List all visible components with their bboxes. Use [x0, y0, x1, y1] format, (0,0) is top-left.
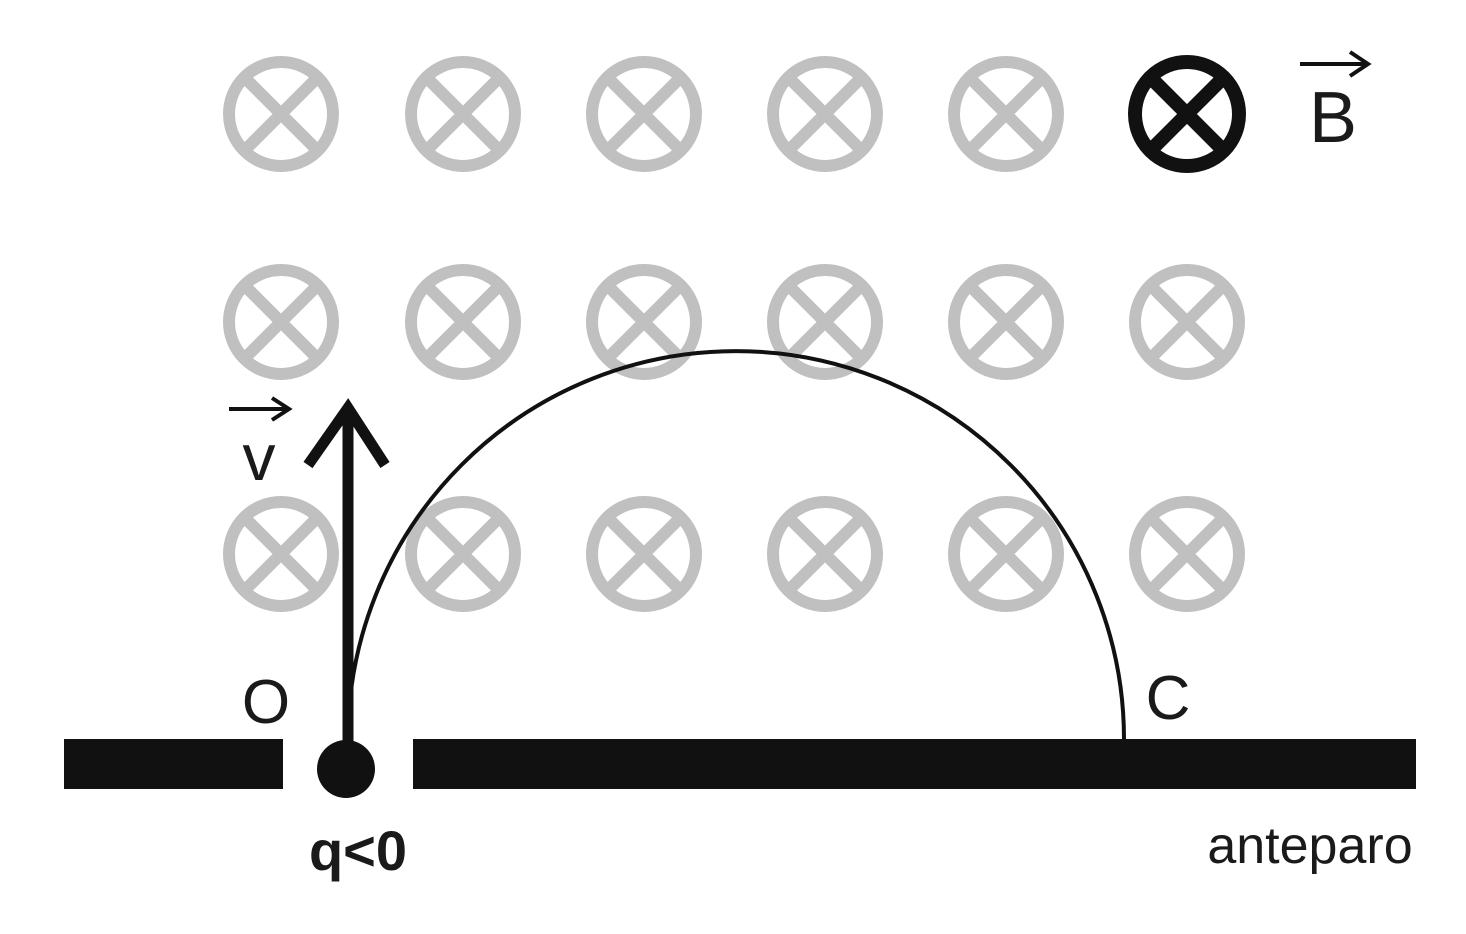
- charged-particle: [317, 740, 375, 798]
- field-into-page-icon: [948, 264, 1064, 380]
- field-into-page-icon: [586, 56, 702, 172]
- screen-right-segment: [413, 739, 1416, 789]
- collision-point-label: C: [1146, 664, 1191, 733]
- magnetic-field-grid: [223, 55, 1246, 612]
- field-into-page-icon: [948, 56, 1064, 172]
- velocity-arrow: [303, 398, 390, 765]
- field-into-page-icon: [223, 496, 339, 612]
- origin-label: O: [242, 668, 290, 737]
- field-into-page-icon: [586, 496, 702, 612]
- screen: [64, 739, 1416, 789]
- field-into-page-icon: [223, 56, 339, 172]
- field-into-page-icon: [948, 496, 1064, 612]
- field-into-page-icon: [767, 56, 883, 172]
- velocity-vector-arrow-icon: [229, 396, 293, 422]
- field-into-page-icon: [405, 264, 521, 380]
- field-into-page-icon: [405, 496, 521, 612]
- field-vector-arrow-icon: [1300, 50, 1372, 78]
- field-into-page-icon: [767, 264, 883, 380]
- field-into-page-icon: [405, 56, 521, 172]
- field-label: B: [1309, 78, 1357, 158]
- field-into-page-icon: [586, 264, 702, 380]
- field-into-page-icon: [223, 264, 339, 380]
- field-into-page-icon: [1129, 264, 1245, 380]
- field-label-group: B: [1300, 50, 1372, 158]
- particle-trajectory: [346, 349, 1126, 740]
- velocity-label-group: v: [229, 396, 293, 494]
- screen-label: anteparo: [1207, 817, 1412, 875]
- screen-left-segment: [64, 739, 283, 789]
- field-into-page-icon: [1129, 496, 1245, 612]
- field-into-page-icon-highlighted: [1128, 55, 1246, 173]
- charge-label: q<0: [309, 819, 407, 882]
- velocity-label: v: [243, 420, 276, 494]
- field-into-page-icon: [767, 496, 883, 612]
